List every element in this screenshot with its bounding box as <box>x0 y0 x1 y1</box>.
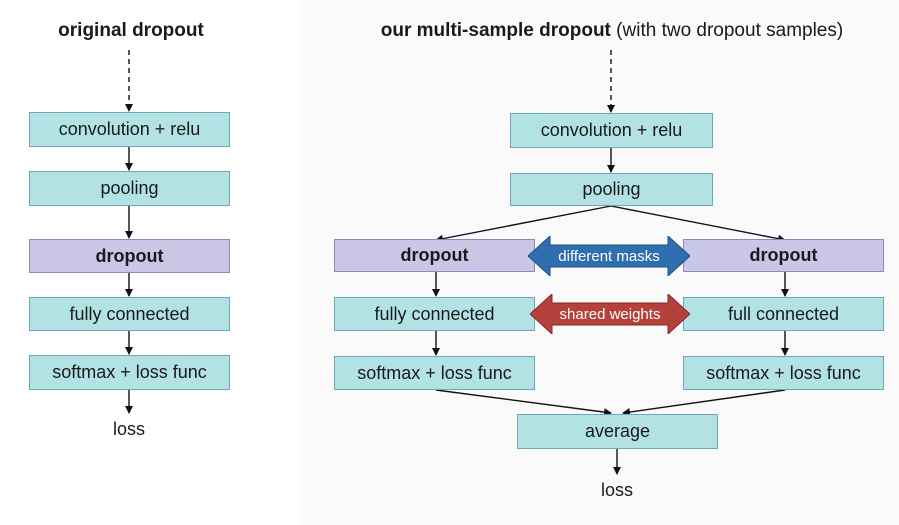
arrow-pool-dropout-b <box>610 205 786 243</box>
softmax-box-sample-a: softmax + loss func <box>334 356 535 390</box>
arrow-softmax-average-a <box>435 389 612 417</box>
shared-weights-arrow: shared weights <box>530 294 690 334</box>
left-loss-label: loss <box>112 419 146 439</box>
right-title-note: (with two dropout samples) <box>610 20 844 41</box>
left-dropout-box: dropout <box>29 239 230 273</box>
left-pooling-box: pooling <box>29 171 230 206</box>
right-title-bold: our multi-sample dropout <box>380 20 611 41</box>
shared-weights-label: shared weights <box>559 305 661 323</box>
dropout-box-sample-a: dropout <box>334 239 535 272</box>
fully-connected-box-sample-a: fully connected <box>334 297 535 331</box>
right-loss-label: loss <box>600 480 634 500</box>
arrow-softmax-average-b <box>622 389 786 416</box>
shared-weights-arrow-shape <box>530 294 690 334</box>
arrow-pool-dropout-a <box>435 205 612 243</box>
left-fully-connected-box: fully connected <box>29 297 230 331</box>
dropout-box-sample-b: dropout <box>683 239 884 272</box>
right-conv-relu-box: convolution + relu <box>510 113 713 148</box>
right-pooling-box: pooling <box>510 173 713 206</box>
full-connected-box-sample-b: full connected <box>683 297 884 331</box>
left-title: original dropout <box>58 20 204 41</box>
left-conv-relu-box: convolution + relu <box>29 112 230 147</box>
left-softmax-box: softmax + loss func <box>29 355 230 390</box>
right-title: our multi-sample dropout (with two dropo… <box>381 20 843 42</box>
different-masks-arrow: different masks <box>528 236 690 276</box>
average-box: average <box>517 414 718 449</box>
different-masks-arrow-shape <box>528 236 690 276</box>
softmax-box-sample-b: softmax + loss func <box>683 356 884 390</box>
different-masks-label: different masks <box>558 247 660 265</box>
